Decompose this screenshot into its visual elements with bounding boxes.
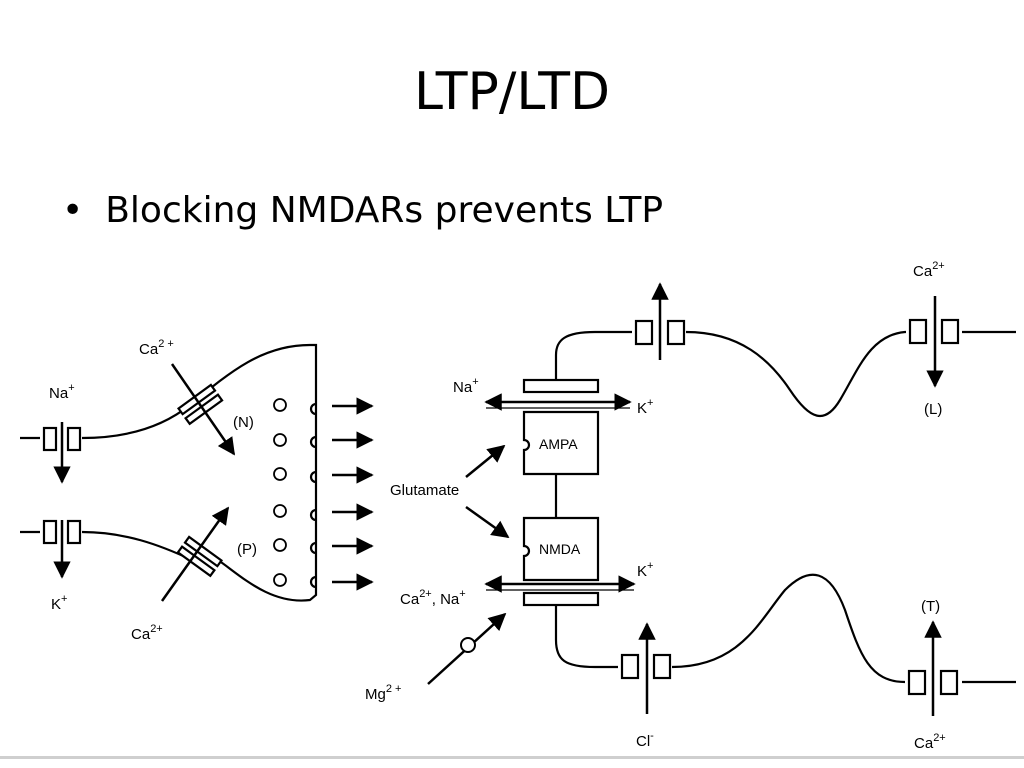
label-n: (N) <box>233 414 254 431</box>
label-ca-top-right: Ca2+ <box>913 260 945 280</box>
postsynaptic-channels <box>620 318 960 696</box>
ca-channel-p <box>176 535 224 578</box>
label-l: (L) <box>924 401 942 418</box>
vesicles <box>273 398 287 587</box>
label-na-left: Na+ <box>49 382 75 402</box>
label-na-post: Na+ <box>453 376 479 396</box>
label-cl: Cl- <box>636 730 654 750</box>
bottom-divider <box>0 756 1024 759</box>
presynaptic-terminal <box>20 343 318 602</box>
bullet-dot-icon: • <box>62 190 84 231</box>
label-k-post-top: K+ <box>637 397 653 417</box>
label-ca-na: Ca2+, Na+ <box>400 588 466 608</box>
label-k-post-bottom: K+ <box>637 560 653 580</box>
label-ampa: AMPA <box>539 436 578 452</box>
label-ca-bottom-right: Ca2+ <box>914 732 946 752</box>
ampa-receptor-box <box>522 410 600 476</box>
postsynaptic-arrows <box>427 282 944 716</box>
label-t: (T) <box>921 598 940 615</box>
nmda-plate <box>522 591 600 607</box>
mg-block-icon <box>460 637 476 653</box>
label-ca-bottom-left: Ca2+ <box>131 623 163 643</box>
receptor-boxes <box>522 378 600 607</box>
label-k-left: K+ <box>51 593 67 613</box>
diagram-labels: Na+ K+ Ca2 + Ca2+ (N) (P) Glutamate Na+ … <box>49 260 946 752</box>
bullet-text: Blocking NMDARs prevents LTP <box>105 190 664 231</box>
label-mg: Mg2 + <box>365 683 401 703</box>
label-p: (P) <box>237 541 257 558</box>
presynaptic-arrows <box>53 363 374 602</box>
ampa-plate <box>522 378 600 394</box>
slide-title: LTP/LTD <box>413 62 611 122</box>
label-nmda: NMDA <box>539 541 581 557</box>
label-glutamate: Glutamate <box>390 482 459 499</box>
bullet-item: • Blocking NMDARs prevents LTP <box>62 190 663 231</box>
label-ca-top-left: Ca2 + <box>139 338 174 358</box>
postsynaptic-membrane <box>554 330 1016 684</box>
